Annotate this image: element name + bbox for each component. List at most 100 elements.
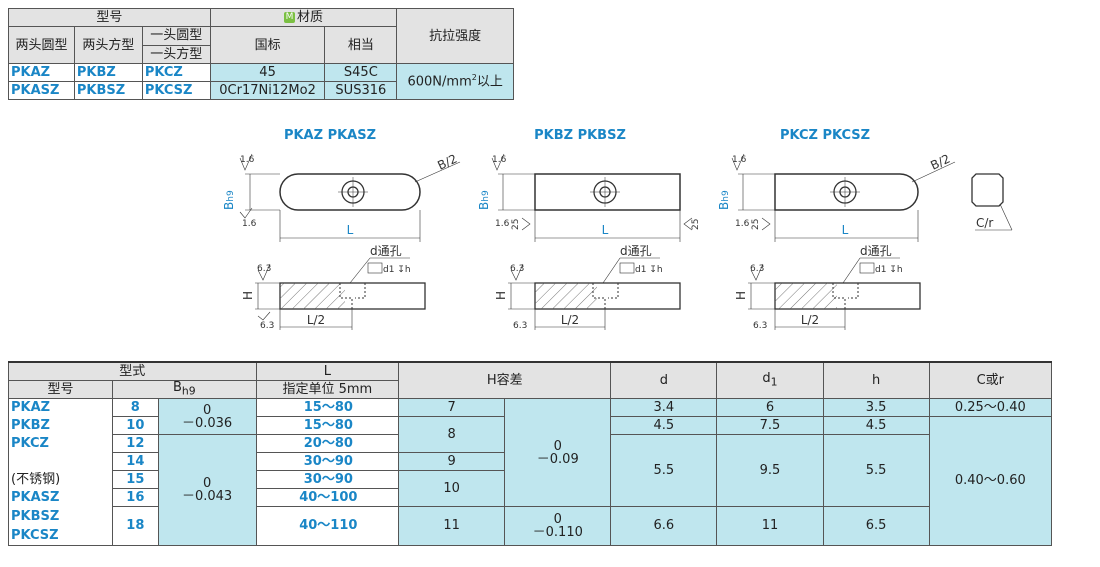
drawing-title-3: PKCZ PKCSZ [780,128,870,143]
svg-text:d1 ↧h: d1 ↧h [383,265,411,275]
drawing-title-2: PKBZ PKBSZ [534,128,626,143]
d1-cell: 11 [716,506,824,546]
svg-text:6.3: 6.3 [510,264,524,274]
B-cell: 12 [112,434,159,453]
H-tol-cell: 0－0.110 [504,506,612,546]
svg-text:25: 25 [691,219,701,230]
L-header: L [255,361,400,381]
dim-d: d通孔 [370,244,402,258]
d-cell: 4.5 [610,416,718,435]
svg-text:6.3: 6.3 [257,264,271,274]
h-cell: 3.5 [822,398,930,417]
dim-L: L [347,223,354,237]
drawing-pkbz: PKBZ PKBSZ Bh9 1.6 1.6 25 L 25 H 6.3 6.3 [477,128,701,331]
model-header: 型号 [8,8,211,27]
drawing-title-1: PKAZ PKASZ [284,128,376,143]
L-cell: 20～80 [255,434,400,453]
equiv-cell: SUS316 [324,81,398,100]
type-header: 型式 [8,361,257,381]
model-cell: PKCSZ [141,81,211,100]
drawing-pkaz: PKAZ PKASZ Bh9 1.6 1.6 L B/2 H 6.3 6.3 [222,128,461,331]
dim-L2: L/2 [307,313,325,327]
dim-B2: B/2 [435,152,459,173]
svg-text:d通孔: d通孔 [860,244,892,258]
model-cell: PKCZ [7,434,114,453]
model-note: (不锈钢) [7,470,114,489]
d1-header: d1 [716,361,824,399]
svg-text:L: L [842,223,849,237]
svg-text:25: 25 [751,219,761,230]
d1-cell: 9.5 [716,434,824,507]
col-gb-header: 国标 [209,26,326,64]
L-cell: 40～110 [255,506,400,546]
svg-text:B/2: B/2 [928,152,952,173]
svg-text:Bh9: Bh9 [717,190,731,210]
dim-Cr: C/r [976,216,993,230]
B-cell: 18 [112,506,159,546]
L-sub-header: 指定单位 5mm [255,380,400,399]
h-cell: 4.5 [822,416,930,435]
col-mixed-header-1: 一头圆型 [141,26,211,46]
L-cell: 30～90 [255,470,400,489]
model-cell [7,452,114,471]
svg-text:L/2: L/2 [801,313,819,327]
svg-text:1.6: 1.6 [242,219,257,229]
svg-text:H: H [734,291,748,300]
d1-cell: 7.5 [716,416,824,435]
svg-text:1.6: 1.6 [240,155,255,165]
B-tol-cell: 0－0.043 [157,434,257,546]
model-cell: PKCZ [141,63,211,82]
H-cell: 8 [398,416,506,453]
H-header: H容差 [398,361,612,399]
L-cell: 15～80 [255,416,400,435]
svg-text:6.3: 6.3 [513,321,527,331]
B-cell: 10 [112,416,159,435]
B-tol-cell: 0－0.036 [157,398,257,435]
svg-text:L/2: L/2 [561,313,579,327]
B-header: Bh9 [112,380,257,399]
svg-text:L: L [602,223,609,237]
drawing-pkcz: PKCZ PKCSZ Bh9 1.6 1.6 25 L B/2 C/r H [717,128,1013,331]
B-cell: 8 [112,398,159,417]
H-cell: 11 [398,506,506,546]
model-cell: PKBZ [73,63,143,82]
model-cell: PKAZ [8,63,75,82]
technical-drawings: PKAZ PKASZ Bh9 1.6 1.6 L B/2 H 6.3 6.3 [222,128,1013,331]
d-cell: 6.6 [610,506,718,546]
key-top-view-round [279,173,421,211]
L-cell: 15～80 [255,398,400,417]
dim-B: Bh9 [222,190,236,210]
svg-text:6.3: 6.3 [750,264,764,274]
H-cell: 9 [398,452,506,471]
svg-text:d1 ↧h: d1 ↧h [875,265,903,275]
equiv-cell: S45C [324,63,398,82]
spec-table: 型式 L H容差 d d1 h C或r 型号 Bh9 指定单位 5mm PKAZ… [7,361,1053,546]
model-header: 型号 [7,380,114,399]
C-header: C或r [928,361,1053,399]
model-cell: PKASZ [8,81,75,100]
svg-text:6.3: 6.3 [753,321,767,331]
key-top-view-mixed [774,173,919,211]
svg-text:1.6: 1.6 [735,219,750,229]
key-top-view-square [534,173,681,211]
L-cell: 30～90 [255,452,400,471]
material-badge-icon: M [284,12,296,23]
B-cell: 15 [112,470,159,489]
strength-header: 抗拉强度 [396,8,514,64]
svg-text:6.3: 6.3 [260,321,274,331]
svg-text:1.6: 1.6 [492,155,507,165]
corner-detail-icon [971,173,1004,207]
gb-cell: 45 [209,63,326,82]
model-cell: PKBSZ [73,81,143,100]
col-round-header: 两头圆型 [8,26,75,64]
H-cell: 7 [398,398,506,417]
L-cell: 40～100 [255,488,400,507]
model-cell: PKBZ [7,416,114,435]
col-equiv-header: 相当 [324,26,398,64]
strength-cell: 600N/mm2以上 [396,63,514,100]
svg-text:d通孔: d通孔 [620,244,652,258]
dim-H: H [241,291,255,300]
